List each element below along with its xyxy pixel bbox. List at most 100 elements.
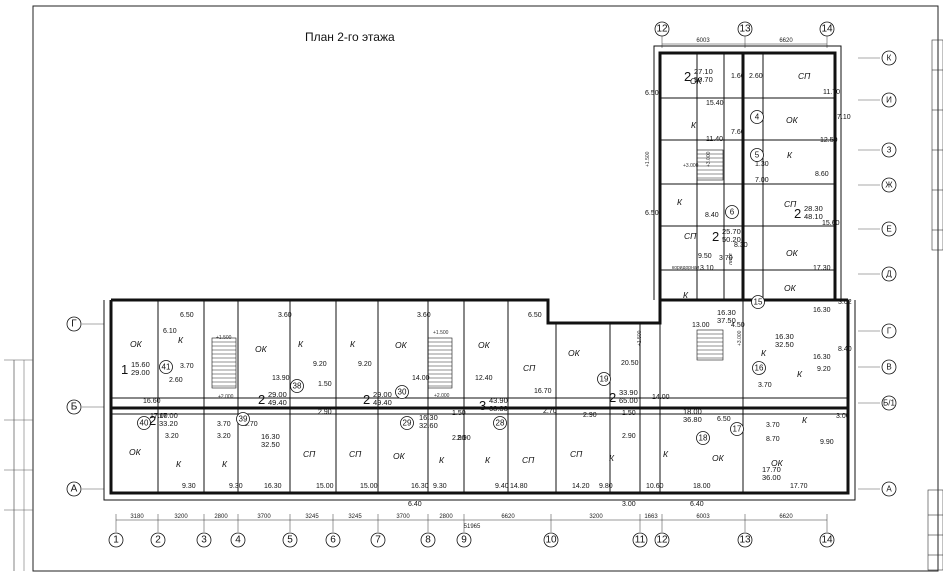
room-label: СП bbox=[798, 71, 811, 81]
axis-label: Б bbox=[71, 402, 78, 413]
apartment-total-area: 32.50 bbox=[261, 440, 280, 449]
room-area: 3.60 bbox=[417, 312, 431, 319]
room-area: 1.50 bbox=[318, 381, 332, 388]
apartment-total-area: 37.50 bbox=[717, 316, 736, 325]
axis-label: 13 bbox=[739, 24, 751, 35]
room-label: К bbox=[485, 455, 491, 465]
dim-text: 2800 bbox=[439, 514, 453, 520]
apartment-number: 18 bbox=[699, 434, 708, 443]
apartment-number: 5 bbox=[755, 151, 760, 160]
room-area: 7.00 bbox=[755, 177, 769, 184]
room-area: 12.50 bbox=[820, 137, 838, 144]
apartment-rooms: 2 bbox=[609, 390, 616, 405]
axis-label: 6 bbox=[330, 535, 336, 546]
axis-bubble bbox=[282, 532, 298, 548]
axis-label: 7 bbox=[375, 535, 381, 546]
apartment-living-area: 25.70 bbox=[722, 227, 741, 236]
axis-label: 12 bbox=[656, 24, 668, 35]
axis-bubble bbox=[881, 481, 897, 497]
axis-bubble bbox=[108, 532, 124, 548]
room-label: СП bbox=[349, 449, 362, 459]
title-block-left bbox=[4, 359, 33, 571]
room-area: 3.70 bbox=[244, 421, 258, 428]
axis-bubble bbox=[370, 532, 386, 548]
apartment-living-area: 33.90 bbox=[619, 388, 638, 397]
apartment-rooms: 2 bbox=[149, 413, 156, 428]
axis-bubble bbox=[66, 316, 82, 332]
axis-label: 12 bbox=[656, 535, 668, 546]
axis-label: 13 bbox=[739, 535, 751, 546]
room-area: 16.70 bbox=[534, 388, 552, 395]
room-area: 12.40 bbox=[475, 375, 493, 382]
apartment-number-circle bbox=[750, 148, 764, 162]
dim-text: 6620 bbox=[779, 38, 793, 44]
level-mark: +3.000 bbox=[706, 151, 712, 167]
level-mark: +1.500 bbox=[433, 330, 449, 336]
axis-label: Г bbox=[71, 319, 77, 330]
apartment-total-area: 33.20 bbox=[159, 419, 178, 428]
room-area: 6.10 bbox=[163, 328, 177, 335]
room-area: 3.70 bbox=[766, 422, 780, 429]
room-area: 8.70 bbox=[766, 436, 780, 443]
room-label: ОК bbox=[784, 283, 797, 293]
dim-text: 3200 bbox=[174, 514, 188, 520]
apartment-number-circle bbox=[752, 361, 766, 375]
room-area: 6.40 bbox=[690, 501, 704, 508]
room-area: 3.00 bbox=[836, 413, 850, 420]
room-area: 9.20 bbox=[358, 361, 372, 368]
apartment-number: 41 bbox=[162, 363, 171, 372]
axis-label: Ж bbox=[885, 181, 893, 190]
dim-text: 3700 bbox=[396, 514, 410, 520]
apartment-number-circle bbox=[159, 360, 173, 374]
axis-bubble bbox=[66, 481, 82, 497]
room-area: 2.70 bbox=[543, 408, 557, 415]
room-label: К bbox=[176, 459, 182, 469]
apartment-total-area: 36.80 bbox=[683, 415, 702, 424]
apartment-total-area: 36.00 bbox=[762, 473, 781, 482]
room-area: 14.20 bbox=[572, 483, 590, 490]
level-mark: +1.500 bbox=[216, 335, 232, 341]
level-mark: +2.000 bbox=[218, 394, 234, 400]
dim-total: 51965 bbox=[464, 524, 481, 530]
room-label: ОК bbox=[712, 453, 725, 463]
room-area: 3.20 bbox=[217, 433, 231, 440]
apartment-living-area: 17.70 bbox=[762, 465, 781, 474]
dim-text: 3200 bbox=[589, 514, 603, 520]
axis-bubble bbox=[819, 532, 835, 548]
axis-bubble bbox=[881, 142, 897, 158]
apartment-number-circle bbox=[730, 422, 744, 436]
axis-bubble bbox=[196, 532, 212, 548]
room-area: 10.60 bbox=[646, 483, 664, 490]
apartment-number: 4 bbox=[755, 113, 760, 122]
title-block-right bbox=[927, 39, 943, 571]
room-area: 17.00 bbox=[150, 413, 168, 420]
room-area: 14.80 bbox=[510, 483, 528, 490]
room-area: 9.30 bbox=[433, 483, 447, 490]
dim-text: 2800 bbox=[214, 514, 228, 520]
room-area: 16.30 bbox=[813, 354, 831, 361]
axis-label: З bbox=[887, 146, 892, 155]
room-area: 9.30 bbox=[229, 483, 243, 490]
room-label: ОК bbox=[690, 76, 703, 86]
room-area: 17.70 bbox=[790, 483, 808, 490]
room-label: ОК bbox=[255, 344, 268, 354]
room-area: 18.00 bbox=[693, 483, 711, 490]
room-label: ОК bbox=[568, 348, 581, 358]
axis-label: И bbox=[886, 96, 892, 105]
apartment-number-circle bbox=[236, 412, 250, 426]
axis-bubble bbox=[819, 21, 835, 37]
room-label: К bbox=[350, 339, 356, 349]
room-area: 3.20 bbox=[165, 433, 179, 440]
apartment-total-area: 48.10 bbox=[804, 212, 823, 221]
level-mark: +3.000 bbox=[737, 330, 743, 346]
apartment-total-area: 49.40 bbox=[373, 398, 392, 407]
room-area: 7.60 bbox=[731, 129, 745, 136]
apartment-living-area: 17.00 bbox=[159, 411, 178, 420]
lift-label: лифт bbox=[728, 252, 734, 265]
